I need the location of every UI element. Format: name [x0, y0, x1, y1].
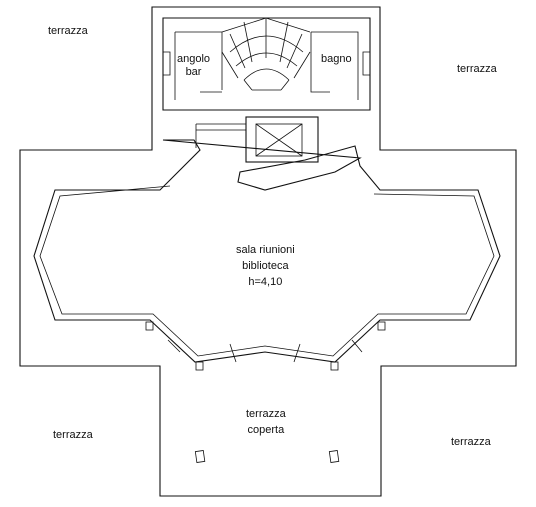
stair-icon	[221, 17, 311, 91]
corner-bar-line1: angolo	[177, 53, 211, 65]
terrace-sw-label: terrazza	[53, 429, 93, 441]
covered-line1: terrazza	[246, 408, 286, 420]
elevator-icon	[195, 116, 319, 163]
terrace-ne-label: terrazza	[457, 63, 497, 75]
meeting-line1: sala riunioni	[236, 244, 295, 256]
upper-block	[162, 17, 371, 111]
corner-bar-line2: bar	[185, 66, 202, 78]
column-marker	[328, 450, 340, 463]
meeting-line2: biblioteca	[242, 260, 289, 272]
covered-line2: coperta	[247, 424, 285, 436]
meeting-room-label: sala riunioni biblioteca h=4,10	[236, 244, 295, 289]
window-marks	[145, 321, 386, 371]
terrace-nw-label: terrazza	[48, 25, 88, 37]
corner-bar-label: angolo bar	[177, 53, 210, 79]
column-marker	[194, 450, 206, 463]
terrace-se-label: terrazza	[451, 436, 491, 448]
covered-terrace-label: terrazza coperta	[246, 408, 286, 437]
outer-outline	[19, 6, 517, 497]
meeting-room-outline	[33, 139, 501, 363]
bathroom-label: bagno	[321, 53, 352, 65]
meeting-line3: h=4,10	[248, 276, 283, 288]
